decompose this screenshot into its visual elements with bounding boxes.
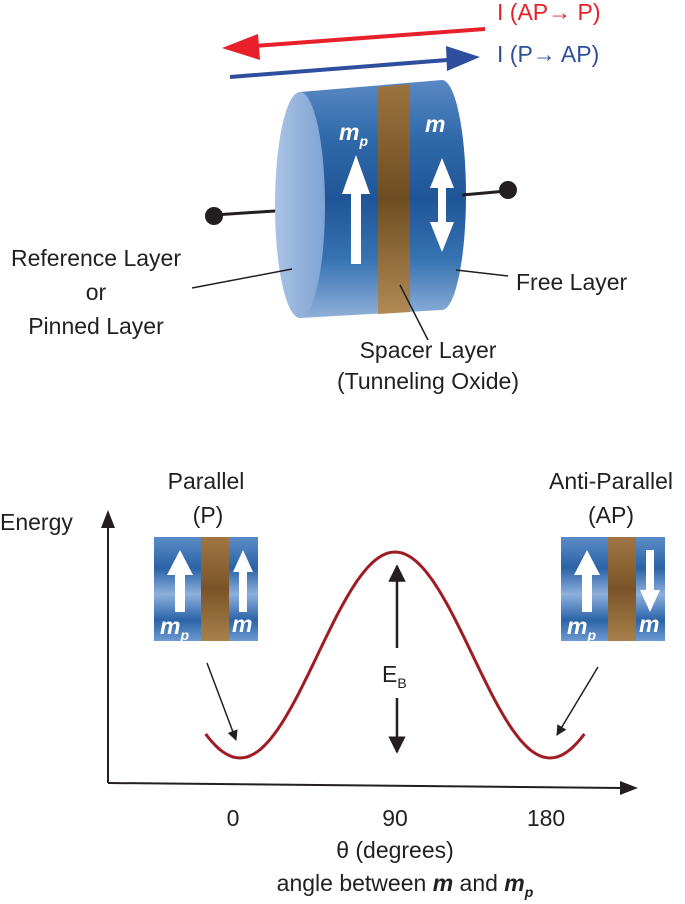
x-axis-arrowhead (620, 781, 638, 795)
free-moment-arrow (430, 158, 454, 252)
antiparallel-m-label: m (639, 611, 659, 637)
m-label: m (425, 111, 445, 137)
x-axis-label: θ (degrees) (336, 837, 454, 863)
current-ap-to-p-arrowhead (222, 34, 260, 60)
parallel-title: Parallel (168, 468, 245, 494)
spacer-layer-label: Spacer Layer (360, 337, 497, 363)
cylinder-left-cap (275, 92, 325, 318)
parallel-m-arrow (233, 550, 253, 612)
antiparallel-m-arrow (640, 550, 660, 612)
tick-0: 0 (227, 805, 240, 831)
antiparallel-title: Anti-Parallel (549, 468, 673, 494)
x-axis-caption: angle between m and mp (277, 870, 534, 900)
free-leader (455, 269, 509, 277)
pinned-layer-label: Pinned Layer (28, 313, 164, 339)
mtj-device: mp m (205, 80, 517, 318)
energy-plot: Energy EB 0 90 180 θ (degrees) angle bet… (0, 468, 673, 900)
left-terminal (205, 207, 223, 225)
mp-label: mp (339, 119, 368, 149)
current-arrows: I (AP→ P) I (P→ AP) (222, 0, 601, 79)
right-terminal (499, 181, 517, 199)
tick-180: 180 (527, 805, 565, 831)
reference-leader (191, 268, 293, 289)
tick-90: 90 (382, 805, 408, 831)
parallel-tile: mp m (154, 537, 258, 643)
pinned-moment-arrow (342, 155, 370, 264)
antiparallel-tile-spacer (608, 537, 636, 641)
device-labels: Reference Layer or Pinned Layer Free Lay… (11, 245, 628, 394)
energy-curve (204, 550, 586, 760)
antiparallel-pointer (556, 666, 599, 736)
y-axis-arrowhead (101, 510, 115, 528)
free-layer-label: Free Layer (516, 269, 628, 295)
y-axis-label: Energy (0, 509, 73, 535)
antiparallel-tile: mp m (561, 537, 665, 643)
antiparallel-mp-arrow (574, 550, 600, 612)
x-axis (107, 782, 623, 789)
antiparallel-mp-label: mp (567, 613, 596, 643)
parallel-abbr: (P) (193, 502, 224, 528)
spacer-leader (399, 284, 429, 341)
reference-or-label: or (86, 279, 107, 305)
current-p-to-ap-arrow (229, 57, 461, 79)
spacer-oxide-label: (Tunneling Oxide) (337, 368, 519, 394)
parallel-pointer (206, 662, 238, 741)
parallel-m-label: m (232, 611, 252, 637)
parallel-tile-spacer (201, 537, 229, 641)
parallel-mp-label: mp (160, 613, 189, 643)
parallel-mp-arrow (167, 550, 193, 612)
reference-layer-label: Reference Layer (11, 245, 181, 271)
spacer-layer (378, 84, 410, 314)
current-p-to-ap-arrowhead (446, 46, 480, 71)
current-ap-to-p-arrow (239, 27, 486, 49)
antiparallel-abbr: (AP) (588, 502, 634, 528)
current-p-to-ap-label: I (P→ AP) (497, 41, 599, 67)
barrier-label: EB (382, 661, 407, 691)
current-ap-to-p-label: I (AP→ P) (497, 0, 601, 25)
